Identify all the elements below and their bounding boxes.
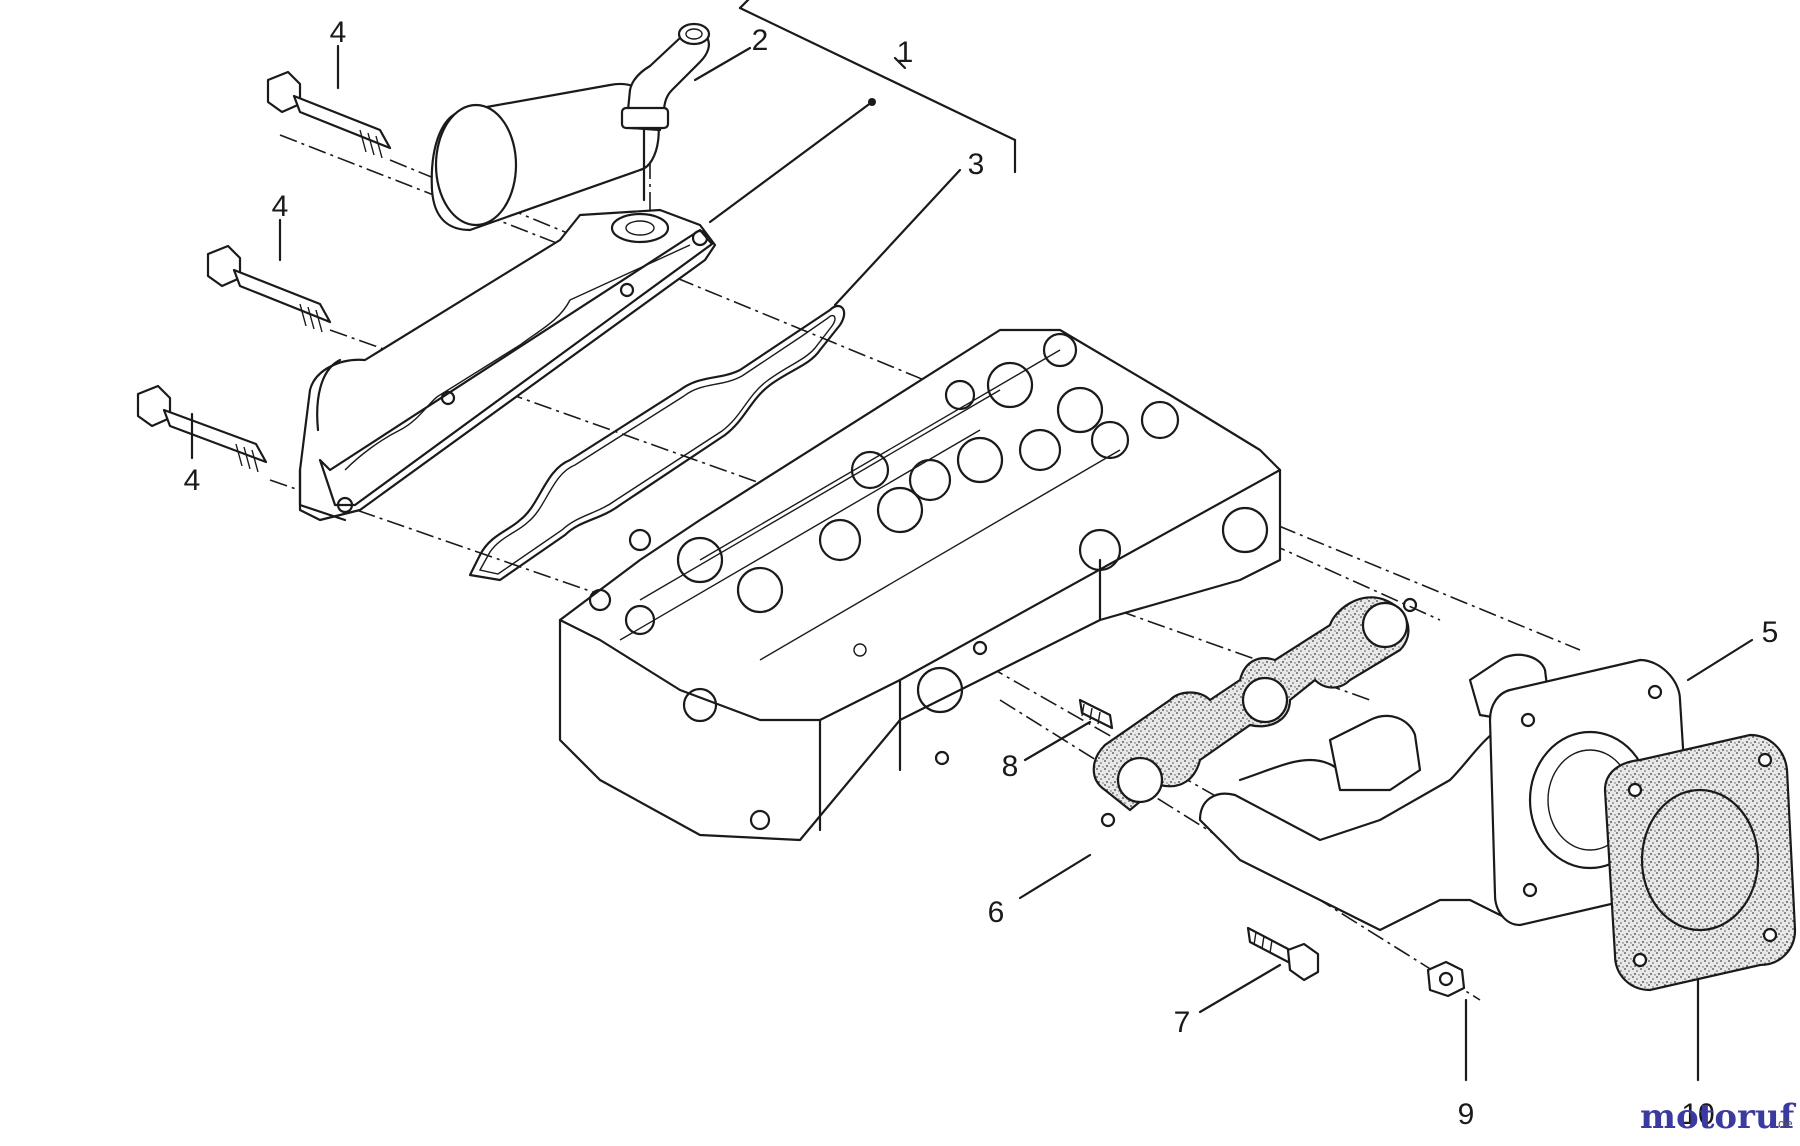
watermark-domain: .de (1774, 1117, 1793, 1131)
callout-8: 8 (1002, 750, 1019, 783)
part-4-bolt-top (266, 70, 392, 159)
part-7-bolt (1246, 926, 1320, 982)
part-3-gasket (468, 304, 846, 582)
callout-5: 5 (1762, 616, 1779, 649)
callout-9: 9 (1458, 1098, 1475, 1131)
watermark-logo: motoruf .de (1640, 1097, 1797, 1137)
part-1-cover (298, 82, 717, 522)
part-9-nut (1426, 960, 1466, 998)
part-2-elbow (620, 22, 711, 202)
part-10-flange-gasket (1603, 733, 1797, 992)
callout-1: 1 (897, 36, 914, 69)
part-6-exhaust-gasket (1092, 596, 1418, 828)
part-4-bolt-middle (206, 244, 332, 333)
callout-4-bottom: 4 (184, 464, 201, 497)
callout-3: 3 (968, 148, 985, 181)
part-8-stud (1078, 698, 1114, 730)
callout-2: 2 (752, 24, 769, 57)
callout-6: 6 (988, 896, 1005, 929)
callout-7: 7 (1174, 1006, 1191, 1039)
callout-labels: 1 2 3 4 4 4 5 6 7 8 9 10 (184, 16, 1779, 1131)
cylinder-head (558, 328, 1282, 842)
callout-10: 10 (1681, 1098, 1714, 1131)
callout-4-top: 4 (330, 16, 347, 49)
leader-lines (190, 0, 1754, 1082)
callout-4-middle: 4 (272, 190, 289, 223)
watermark-brand: motoruf (1640, 1097, 1797, 1137)
part-4-bolt-bottom (136, 384, 268, 473)
